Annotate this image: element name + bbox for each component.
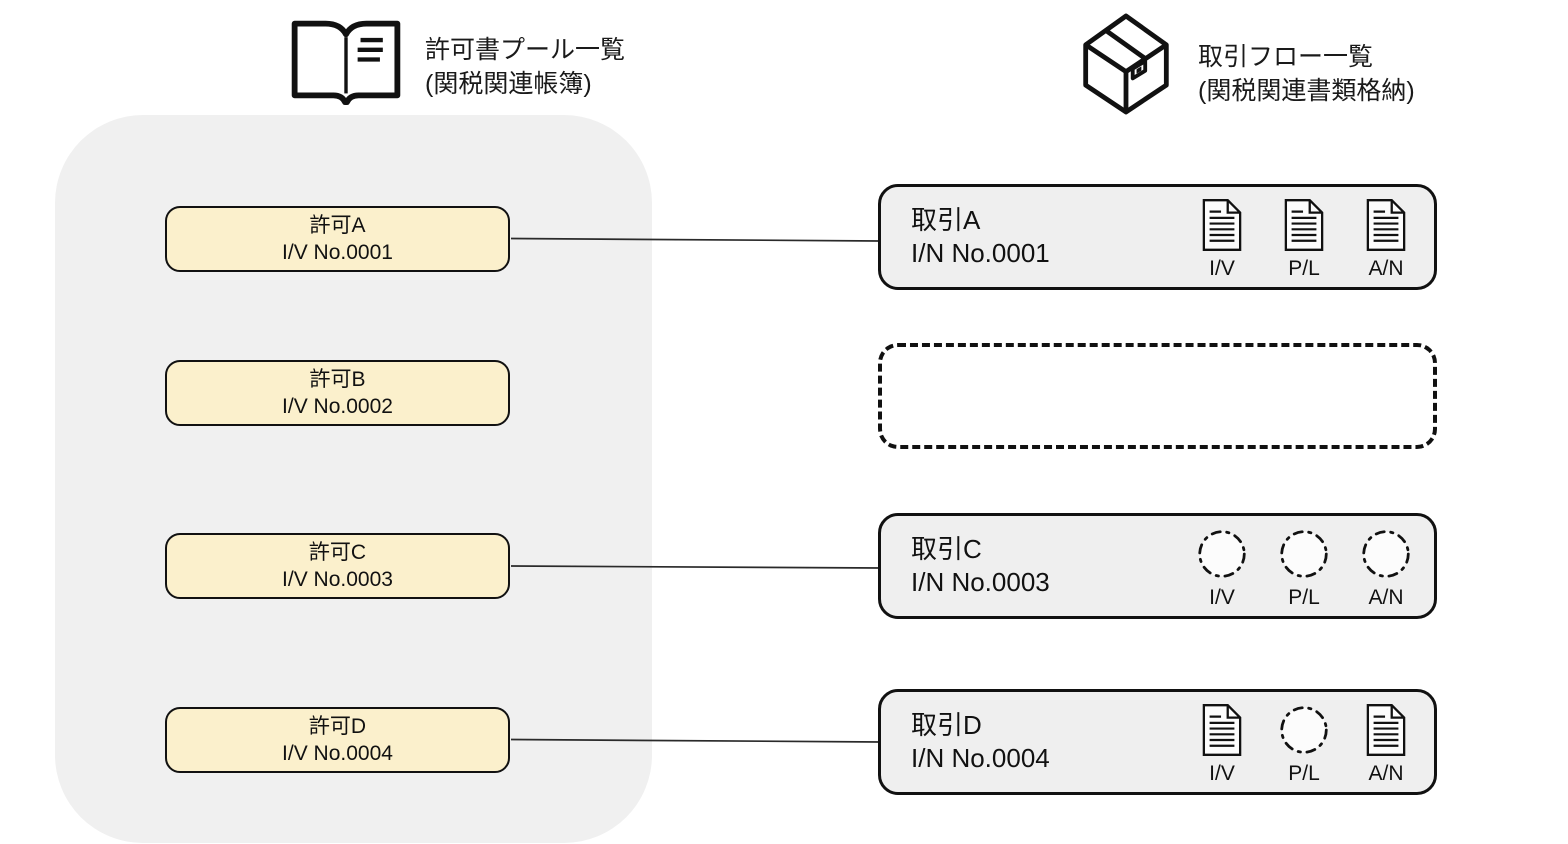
document-label: I/V xyxy=(1209,257,1235,280)
transaction-name: 取引C xyxy=(911,534,982,564)
transaction-number: I/N No.0001 xyxy=(911,238,1050,268)
transaction-card-d: 取引D I/N No.0004 I/V P/L xyxy=(878,689,1437,795)
permit-pool-header: 許可書プール一覧 (関税関連帳簿) xyxy=(425,33,625,101)
document-label: P/L xyxy=(1288,586,1320,609)
document-label: I/V xyxy=(1209,586,1235,609)
permit-pool-title: 許可書プール一覧 xyxy=(425,36,626,64)
document-slot: A/N xyxy=(1360,701,1412,786)
document-stored-icon xyxy=(1201,701,1243,759)
transaction-title: 取引C I/N No.0003 xyxy=(911,533,1050,599)
document-slot: I/V xyxy=(1196,701,1248,786)
document-stored-icon xyxy=(1283,196,1325,254)
transaction-number: I/N No.0003 xyxy=(911,567,1050,597)
document-slot: P/L xyxy=(1278,525,1330,610)
permit-card-a: 許可A I/V No.0001 xyxy=(165,206,510,272)
document-slot: A/N xyxy=(1360,196,1412,281)
transaction-name: 取引D xyxy=(911,710,982,740)
transaction-number: I/N No.0004 xyxy=(911,743,1050,773)
transaction-flow-subtitle: (関税関連書類格納) xyxy=(1198,77,1415,105)
document-stored-icon xyxy=(1201,196,1243,254)
document-stored-icon xyxy=(1365,701,1407,759)
transaction-title: 取引A I/N No.0001 xyxy=(911,204,1050,270)
permit-number: I/V No.0004 xyxy=(282,742,393,765)
document-label: I/V xyxy=(1209,762,1235,785)
document-stored-icon xyxy=(1365,196,1407,254)
document-row: I/V P/L A/N xyxy=(1196,701,1412,786)
document-label: A/N xyxy=(1368,257,1404,280)
document-label: P/L xyxy=(1288,762,1320,785)
transaction-title: 取引D I/N No.0004 xyxy=(911,709,1050,775)
document-slot: P/L xyxy=(1278,196,1330,281)
document-slot: P/L xyxy=(1278,701,1330,786)
document-pending-icon xyxy=(1278,701,1330,759)
transaction-name: 取引A xyxy=(911,205,981,235)
connector-line-permit-d-transaction-d xyxy=(510,738,882,743)
empty-transaction-slot xyxy=(878,343,1437,449)
document-label: A/N xyxy=(1368,586,1404,609)
transaction-flow-title: 取引フロー一覧 xyxy=(1198,43,1374,71)
document-pending-icon xyxy=(1360,525,1412,583)
document-slot: I/V xyxy=(1196,525,1248,610)
document-label: A/N xyxy=(1368,762,1404,785)
open-book-icon xyxy=(283,8,409,116)
permit-number: I/V No.0001 xyxy=(282,241,393,264)
permit-number: I/V No.0002 xyxy=(282,395,393,418)
document-slot: A/N xyxy=(1360,525,1412,610)
permit-name: 許可A xyxy=(309,214,366,237)
permit-name: 許可D xyxy=(308,715,367,738)
document-row: I/V P/L A/N xyxy=(1196,525,1412,610)
document-label: P/L xyxy=(1288,257,1320,280)
transaction-card-c: 取引C I/N No.0003 I/V P/L xyxy=(878,513,1437,619)
connector-line-permit-c-transaction-c xyxy=(510,565,882,569)
document-row: I/V P/L A/N xyxy=(1196,196,1412,281)
package-box-icon xyxy=(1078,10,1174,123)
permit-card-b: 許可B I/V No.0002 xyxy=(165,360,510,426)
permit-card-c: 許可C I/V No.0003 xyxy=(165,533,510,599)
permit-number: I/V No.0003 xyxy=(282,568,393,591)
document-slot: I/V xyxy=(1196,196,1248,281)
transaction-card-a: 取引A I/N No.0001 I/V P/L xyxy=(878,184,1437,290)
transaction-flow-header: 取引フロー一覧 (関税関連書類格納) xyxy=(1198,40,1415,108)
permit-name: 許可B xyxy=(309,368,366,391)
document-pending-icon xyxy=(1196,525,1248,583)
permit-card-d: 許可D I/V No.0004 xyxy=(165,707,510,773)
permit-name: 許可C xyxy=(308,541,367,564)
permit-pool-subtitle: (関税関連帳簿) xyxy=(425,70,592,98)
document-pending-icon xyxy=(1278,525,1330,583)
connector-line-permit-a-transaction-a xyxy=(510,237,880,242)
